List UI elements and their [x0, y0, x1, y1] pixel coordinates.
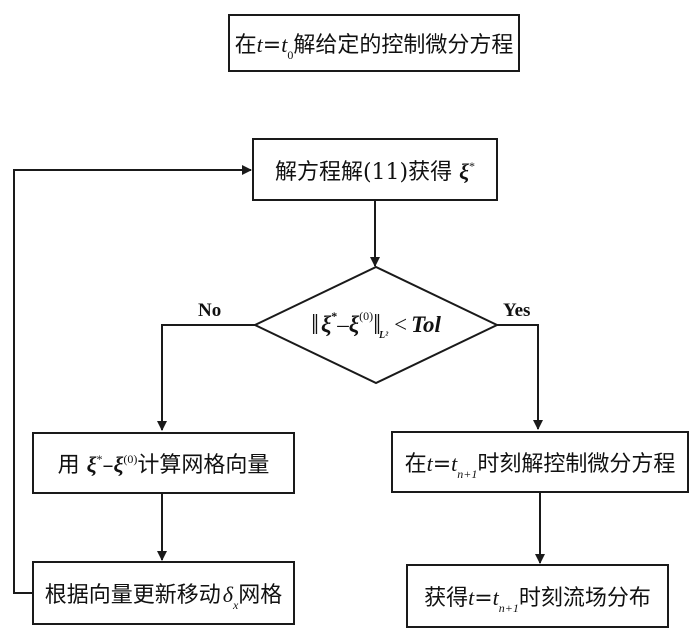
solve-next-box: 在 t = t n+1 时刻解控制微分方程	[391, 431, 689, 493]
update-prefix: 根据向量更新移动	[44, 583, 221, 608]
compute-xi2: ξ	[113, 452, 124, 477]
decision-tol: Tol	[411, 312, 441, 337]
compute-sup2: (0)	[123, 452, 138, 466]
decision-sup2: (0)	[359, 308, 374, 323]
result-box: 获得 t = t n+1 时刻流场分布	[406, 564, 669, 628]
solve-prefix: 解方程解(11)获得	[274, 159, 460, 185]
norm-close: ‖	[373, 310, 381, 341]
solve-superscript: *	[469, 158, 476, 173]
update-suffix: 网格	[238, 583, 283, 608]
compute-mesh-box: 用 ξ * – ξ (0) 计算网格向量	[32, 432, 295, 494]
start-var-t2: t	[281, 32, 288, 57]
result-var-t2: t	[492, 585, 499, 610]
update-delta: δ	[222, 582, 233, 607]
compute-prefix: 用	[57, 453, 87, 478]
result-suffix: 时刻流场分布	[518, 586, 651, 611]
compute-minus: –	[102, 453, 114, 478]
start-suffix: 解给定的控制微分方程	[293, 33, 514, 58]
decision-condition: ‖ ξ * – ξ (0) ‖ L² < Tol	[255, 300, 497, 350]
result-eq: =	[474, 586, 493, 611]
norm-open: ‖	[311, 310, 319, 341]
result-subscript: n+1	[498, 601, 519, 615]
decision-xi2: ξ	[348, 312, 360, 337]
update-subscript: x	[232, 598, 239, 612]
solvenext-eq: =	[432, 452, 452, 477]
start-box: 在 t = t 0 解给定的控制微分方程	[228, 14, 520, 72]
start-var-t: t	[256, 32, 263, 57]
compute-xi1: ξ	[86, 452, 97, 477]
yes-label: Yes	[503, 300, 531, 321]
norm-subscript: L²	[379, 329, 389, 341]
result-var-t: t	[468, 585, 475, 610]
solvenext-var-t2: t	[451, 451, 458, 476]
solvenext-prefix: 在	[404, 452, 427, 477]
start-prefix: 在	[234, 33, 257, 58]
compute-suffix: 计算网格向量	[137, 453, 270, 478]
decision-sup1: *	[331, 308, 338, 323]
no-label: No	[198, 300, 222, 321]
edge-loop-back	[13, 165, 252, 594]
solve-box: 解方程解(11)获得 ξ *	[252, 138, 498, 201]
update-mesh-box: 根据向量更新移动 δ x 网格	[32, 561, 295, 625]
compute-sup1: *	[96, 452, 103, 466]
start-eq: =	[262, 33, 282, 58]
edge-yes-branch	[497, 324, 543, 430]
start-subscript: 0	[287, 48, 294, 62]
decision-minus: –	[337, 312, 349, 337]
decision-diamond	[252, 265, 500, 385]
solve-xi: ξ	[459, 158, 470, 184]
solvenext-suffix: 时刻解控制微分方程	[477, 452, 676, 477]
solvenext-var-t: t	[426, 451, 433, 476]
edge-no-branch	[157, 324, 255, 431]
result-prefix: 获得	[424, 586, 469, 611]
solvenext-subscript: n+1	[457, 467, 478, 481]
decision-lt: <	[394, 312, 408, 337]
decision-xi1: ξ	[320, 312, 332, 337]
